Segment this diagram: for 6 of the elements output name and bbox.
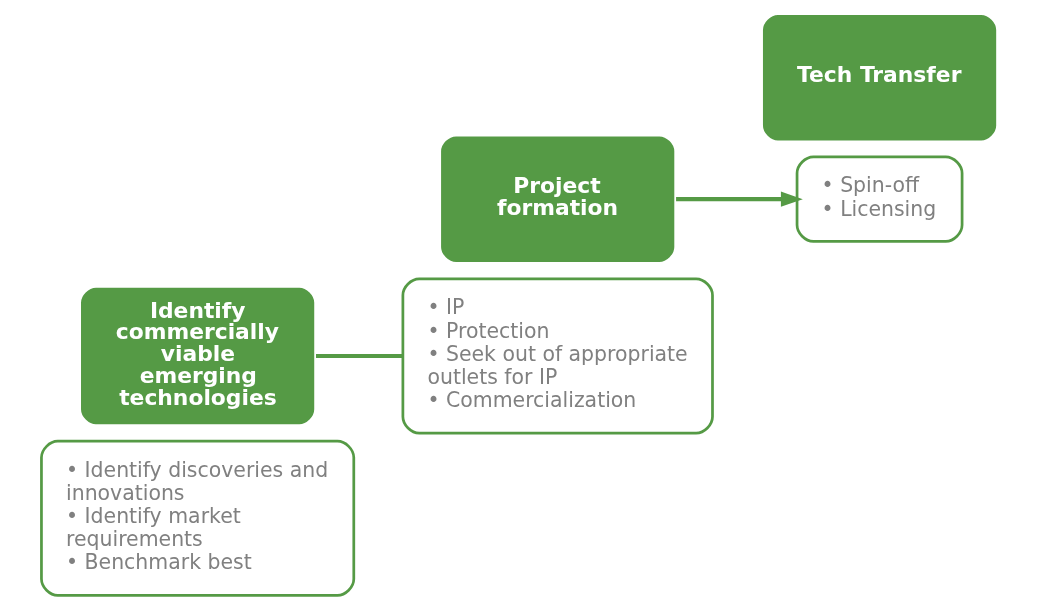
node-box: Tech Transfer — [759, 12, 999, 144]
node-box: • IP • Protection • Seek out of appropriate outlets for IP • Commercialization — [401, 277, 714, 435]
node-box: • Spin-off • Licensing — [795, 155, 963, 243]
node-box: • Identify discoveries and innovations • Identify market requirements • Benchmark best — [39, 439, 355, 597]
connector — [315, 353, 403, 359]
arrow — [675, 191, 803, 207]
